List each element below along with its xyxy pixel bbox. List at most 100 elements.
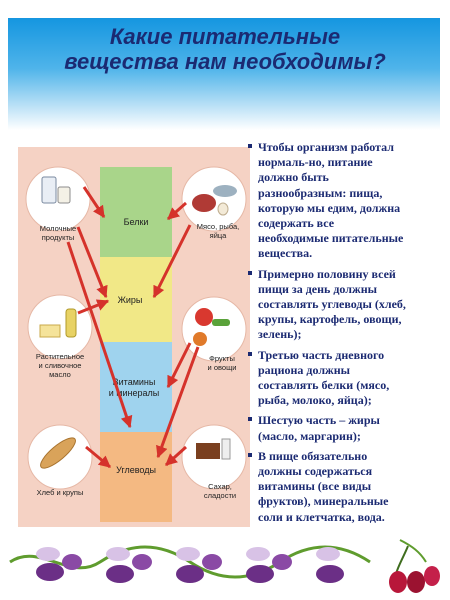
text-line: Шестую часть – жиры	[258, 413, 380, 428]
label-dairy-1: Молочные	[40, 224, 76, 233]
plum-cluster	[246, 547, 292, 583]
arrow	[166, 342, 192, 389]
text-line: рыба, молоко, яйца);	[258, 393, 372, 408]
bullet-icon	[248, 351, 252, 356]
plum-icon	[132, 554, 152, 570]
plum-icon	[202, 554, 222, 570]
text-line: нормаль-но, питание	[258, 155, 373, 170]
milk-carton-icon	[41, 176, 57, 204]
text-line: Примерно половину всей	[258, 266, 396, 281]
label-sugar-1: Сахар,	[208, 482, 232, 491]
plum-cluster	[106, 547, 152, 583]
title-banner	[8, 18, 440, 130]
text-line: которую мы едим, должна	[258, 200, 401, 215]
label-oil-3: масло	[49, 370, 71, 379]
bullet-icon	[248, 144, 252, 148]
text-line: В пище обязательно	[258, 448, 368, 463]
plum-icon	[316, 565, 344, 583]
cherry-icon	[424, 566, 440, 586]
paragraph-5: В пище обязательно должны содержаться ви…	[248, 449, 440, 525]
arrow	[76, 226, 108, 299]
meat-circle: Мясо, рыба, яйца	[181, 166, 247, 240]
leek-icon	[212, 319, 230, 326]
label-dairy-2: продукты	[42, 233, 75, 242]
plum-cluster	[176, 547, 222, 583]
text-line: рациона должны	[258, 362, 351, 377]
bullet-icon	[248, 270, 252, 275]
arrow	[164, 445, 188, 467]
arrow	[66, 241, 133, 429]
text-line: Третью часть дневного	[258, 347, 385, 362]
plum-cluster	[316, 547, 344, 583]
plum-icon	[106, 547, 130, 561]
paragraph-1: Чтобы организм работал нормаль-но, питан…	[248, 140, 440, 262]
band-proteins	[100, 167, 172, 257]
cherry-icon	[389, 571, 407, 593]
label-meat-2: яйца	[210, 231, 228, 240]
text-line: содержать все	[258, 216, 335, 231]
text-line: соли и клетчатка, вода.	[258, 509, 385, 524]
band-vitamins	[100, 342, 172, 432]
text-line: составлять углеводы (хлеб,	[258, 297, 406, 312]
arrow	[152, 224, 192, 299]
cherry-icon	[407, 571, 425, 593]
arrow	[82, 186, 106, 218]
title-line-2: вещества нам необходимы?	[64, 49, 386, 74]
plum-icon	[246, 565, 274, 583]
tomato-icon	[195, 308, 213, 326]
text-line: должны содержаться	[258, 464, 373, 479]
glass-icon	[57, 186, 71, 204]
body-text: Чтобы организм работал нормаль-но, питан…	[248, 140, 440, 530]
bread-circle: Хлеб и крупы	[27, 424, 93, 497]
plum-vine-border	[9, 539, 440, 593]
dairy-circle: Молочные продукты	[25, 166, 91, 242]
band-label-carbs: Углеводы	[116, 465, 156, 475]
paragraph-3: Третью часть дневного рациона должны сос…	[248, 348, 440, 409]
text-line: зелень);	[258, 327, 302, 342]
arrow	[156, 346, 200, 459]
text-line: разнообразным: пища,	[258, 185, 383, 200]
label-oil-1: Растительное	[36, 352, 84, 361]
arrow	[167, 201, 187, 221]
bread-icon	[40, 437, 76, 469]
plum-icon	[316, 547, 340, 561]
cherry-cluster	[389, 539, 440, 593]
plum-icon	[62, 554, 82, 570]
label-meat-1: Мясо, рыба,	[197, 222, 239, 231]
text-line: (масло, маргарин);	[258, 428, 361, 443]
bullet-icon	[248, 452, 252, 457]
text-line: составлять белки (мясо,	[258, 378, 390, 393]
arrow	[77, 299, 110, 315]
paragraph-4: Шестую часть – жиры (масло, маргарин);	[248, 413, 440, 443]
plum-icon	[106, 565, 134, 583]
paragraph-2: Примерно половину всей пищи за день долж…	[248, 267, 440, 343]
bullet-icon	[248, 417, 252, 422]
band-fats	[100, 257, 172, 342]
text-line: Чтобы организм работал	[258, 140, 394, 154]
label-fruit-1: Фрукты	[209, 354, 235, 363]
plum-icon	[36, 563, 64, 581]
band-label-vitamins-2: и минералы	[109, 388, 159, 398]
label-bread: Хлеб и крупы	[37, 488, 84, 497]
label-sugar-2: сладости	[204, 491, 236, 500]
text-line: должно быть	[258, 170, 329, 185]
plum-icon	[246, 547, 270, 561]
text-line: пищи за день должны	[258, 281, 377, 296]
plum-icon	[176, 565, 204, 583]
plum-cluster	[36, 547, 82, 581]
sugar-circle: Сахар, сладости	[181, 424, 247, 500]
band-label-vitamins-1: Витамины	[113, 377, 156, 387]
text-line: фруктов), минеральные	[258, 494, 389, 509]
page-title: Какие питательные вещества нам необходим…	[20, 24, 430, 74]
label-fruit-2: и овощи	[208, 363, 237, 372]
egg-icon	[217, 202, 229, 216]
butter-icon	[39, 324, 61, 338]
chocolate-icon	[196, 443, 220, 459]
nutrition-infographic: Белки Жиры Витамины и минералы Углеводы …	[18, 147, 250, 527]
oil-circle: Растительное и сливочное масло	[27, 294, 93, 379]
plum-icon	[176, 547, 200, 561]
orange-icon	[193, 332, 207, 346]
text-line: необходимые питательные	[258, 231, 404, 246]
label-oil-2: и сливочное	[39, 361, 82, 370]
text-line: крупы, картофель, овощи,	[258, 312, 402, 327]
